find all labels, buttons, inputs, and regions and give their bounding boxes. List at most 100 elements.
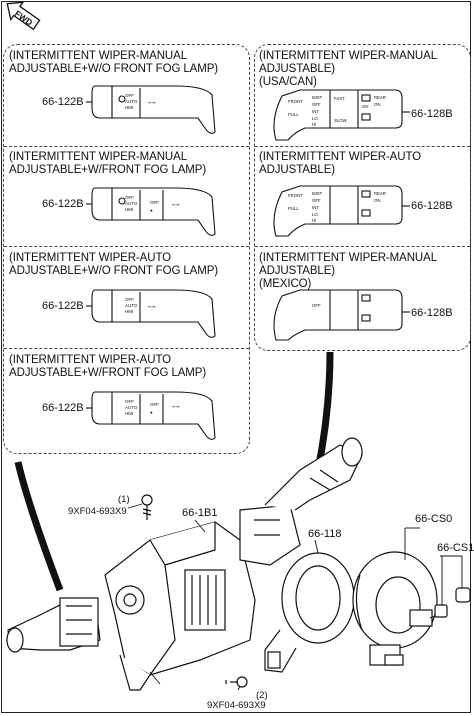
svg-text:OFF: OFF bbox=[125, 399, 134, 404]
svg-text:AUTO: AUTO bbox=[125, 201, 138, 206]
svg-text:OFF: OFF bbox=[150, 402, 159, 407]
svg-text:AUTO: AUTO bbox=[125, 99, 138, 104]
svg-text:⇐⇒: ⇐⇒ bbox=[172, 404, 180, 409]
right-separator-1 bbox=[255, 146, 470, 147]
svg-text:OFF: OFF bbox=[125, 93, 134, 98]
part-number-r3: 66-128B bbox=[411, 307, 453, 319]
part-number-l3: 66-122B bbox=[42, 300, 84, 312]
bolt-bottom-index: (2) bbox=[256, 690, 268, 701]
part-number-r2: 66-128B bbox=[411, 200, 453, 212]
bolt-top-icon bbox=[141, 494, 153, 520]
variant-caption-l3-line1: (INTERMITTENT WIPER-AUTO bbox=[9, 252, 172, 264]
right-separator-2 bbox=[255, 246, 470, 247]
headlight-lever-1 bbox=[86, 85, 216, 134]
part-number-r1: 66-128B bbox=[411, 108, 453, 120]
ring-part-number: 66-118 bbox=[308, 528, 342, 540]
housing-part-number: 66-1B1 bbox=[182, 507, 218, 519]
svg-text:REAR: REAR bbox=[374, 95, 386, 100]
left-separator-2 bbox=[4, 246, 249, 247]
svg-text:HMI: HMI bbox=[125, 411, 133, 416]
part-number-l1: 66-122B bbox=[42, 96, 84, 108]
clock-spring-sub-part-number: 66-CS1 bbox=[437, 542, 474, 554]
svg-text:●: ● bbox=[150, 208, 153, 213]
bolt-bottom-icon bbox=[225, 676, 248, 688]
variant-caption-l1-line2: ADJUSTABLE+W/O FRONT FOG LAMP) bbox=[9, 63, 219, 75]
svg-text:OFF: OFF bbox=[312, 303, 321, 308]
left-separator-3 bbox=[4, 348, 249, 349]
variant-caption-l2-line2: ADJUSTABLE+W/FRONT FOG LAMP) bbox=[9, 164, 207, 176]
svg-text:HMI: HMI bbox=[125, 309, 133, 314]
bolt-top-code: 9XF04-693X9 bbox=[68, 506, 127, 517]
svg-text:OFF: OFF bbox=[312, 102, 321, 107]
variant-caption-r2-line1: (INTERMITTENT WIPER-AUTO bbox=[259, 151, 422, 163]
svg-text:OFF: OFF bbox=[150, 200, 159, 205]
headlight-switch-assembly bbox=[6, 597, 101, 653]
left-variant-box bbox=[3, 44, 250, 454]
variant-caption-r3-line2: ADJUSTABLE) bbox=[259, 265, 336, 277]
svg-text:FAST: FAST bbox=[334, 96, 345, 101]
variant-caption-l4-line1: (INTERMITTENT WIPER-AUTO bbox=[9, 354, 172, 366]
variant-caption-l4-line2: ADJUSTABLE+W/FRONT FOG LAMP) bbox=[9, 367, 207, 379]
svg-text:ON: ON bbox=[374, 198, 380, 203]
svg-text:LO: LO bbox=[312, 116, 318, 121]
variant-caption-r1-line2: ADJUSTABLE) bbox=[259, 63, 336, 75]
wiper-lever-2 bbox=[273, 185, 410, 237]
clock-spring-connectors bbox=[434, 587, 471, 618]
svg-text:REAR: REAR bbox=[374, 191, 386, 196]
svg-text:⇐⇒: ⇐⇒ bbox=[148, 304, 156, 309]
svg-text:OFF: OFF bbox=[125, 195, 134, 200]
svg-text:LO: LO bbox=[312, 212, 318, 217]
variant-caption-r3-line3: (MEXICO) bbox=[259, 278, 312, 290]
svg-text:ON: ON bbox=[362, 104, 368, 109]
svg-text:⇐⇒: ⇐⇒ bbox=[148, 100, 156, 105]
bolt-top-index: (1) bbox=[118, 494, 130, 505]
svg-text:⇐⇒: ⇐⇒ bbox=[172, 202, 180, 207]
variant-caption-l1-line1: (INTERMITTENT WIPER-MANUAL bbox=[9, 50, 187, 62]
svg-text:FRONT: FRONT bbox=[288, 193, 303, 198]
headlight-lever-2 bbox=[86, 187, 216, 236]
svg-text:OFF: OFF bbox=[312, 198, 321, 203]
steering-angle-ring bbox=[264, 552, 355, 673]
svg-text:SLOW: SLOW bbox=[334, 118, 348, 123]
headlight-lever-4 bbox=[86, 391, 216, 440]
variant-caption-r2-line2: ADJUSTABLE) bbox=[259, 164, 336, 176]
svg-text:HI: HI bbox=[312, 122, 316, 127]
svg-text:ON: ON bbox=[374, 102, 380, 107]
headlight-lever-3 bbox=[86, 289, 216, 338]
left-separator-1 bbox=[4, 146, 249, 147]
svg-text:MIST: MIST bbox=[312, 95, 323, 100]
wiper-lever-1 bbox=[273, 89, 410, 141]
variant-caption-r3-line1: (INTERMITTENT WIPER-MANUAL bbox=[259, 252, 437, 264]
part-number-l2: 66-122B bbox=[42, 198, 84, 210]
svg-text:INT: INT bbox=[312, 205, 319, 210]
variant-caption-r1-line3: (USA/CAN) bbox=[259, 76, 317, 88]
svg-text:OFF: OFF bbox=[125, 297, 134, 302]
svg-text:INT: INT bbox=[312, 109, 319, 114]
part-number-l4: 66-122B bbox=[42, 402, 84, 414]
variant-caption-l2-line1: (INTERMITTENT WIPER-MANUAL bbox=[9, 151, 187, 163]
wiper-switch-assembly bbox=[239, 437, 363, 566]
clock-spring-part-number: 66-CS0 bbox=[415, 513, 453, 525]
svg-text:PULL: PULL bbox=[288, 206, 299, 211]
wiper-lever-3 bbox=[273, 289, 410, 341]
svg-text:MIST: MIST bbox=[312, 191, 323, 196]
right-variant-box bbox=[254, 44, 471, 351]
svg-text:PULL: PULL bbox=[288, 112, 299, 117]
svg-text:AUTO: AUTO bbox=[125, 405, 138, 410]
svg-text:●: ● bbox=[150, 410, 153, 415]
variant-caption-r1-line1: (INTERMITTENT WIPER-MANUAL bbox=[259, 50, 437, 62]
svg-text:AUTO: AUTO bbox=[125, 303, 138, 308]
bolt-bottom-code: 9XF04-693X9 bbox=[207, 700, 266, 711]
svg-text:HI: HI bbox=[312, 218, 316, 223]
svg-text:HMI: HMI bbox=[125, 105, 133, 110]
combination-switch-housing bbox=[104, 521, 256, 691]
variant-caption-l3-line2: ADJUSTABLE+W/O FRONT FOG LAMP) bbox=[9, 265, 219, 277]
clock-spring-assembly bbox=[352, 551, 441, 666]
svg-text:FRONT: FRONT bbox=[288, 99, 303, 104]
svg-text:HMI: HMI bbox=[125, 207, 133, 212]
